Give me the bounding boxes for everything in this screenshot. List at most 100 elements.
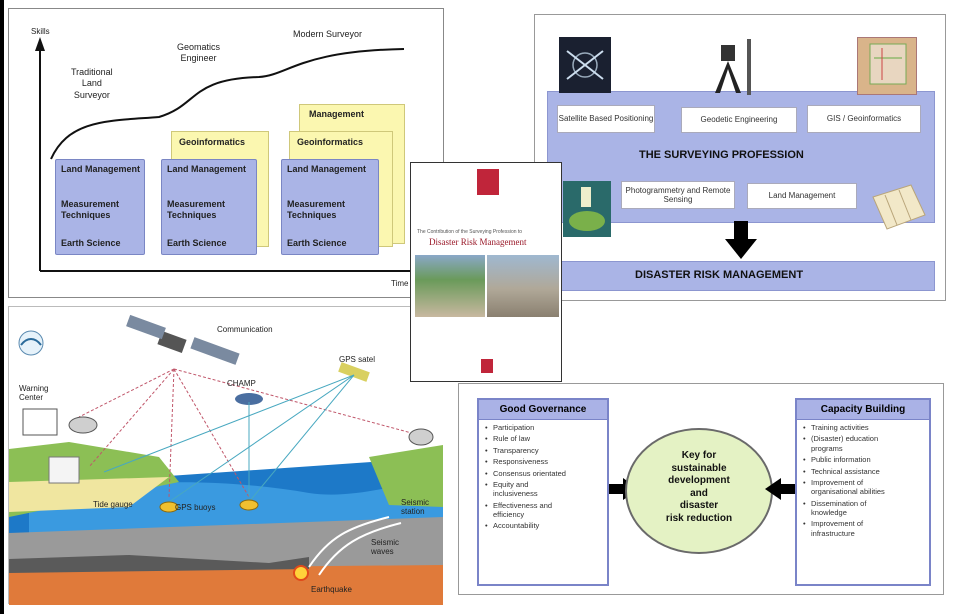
key-text-line: development [668, 475, 730, 486]
box-photogrammetry: Photogrammetry and Remote Sensing [621, 181, 735, 209]
label-warning-center: Warning Center [19, 384, 63, 403]
list-item: Technical assistance [803, 467, 925, 477]
stage-label-traditional: Traditional Land Surveyor [71, 67, 113, 101]
profession-panel: Satellite Based Positioning Geodetic Eng… [534, 14, 946, 301]
stack2-box [161, 159, 257, 255]
list-item: Improvement of organisational abilities [803, 478, 911, 497]
book-bottom-logo [481, 359, 493, 373]
stack-item-text: Measurement Techniques [287, 199, 346, 220]
stack-item-text: Land Management [287, 164, 367, 174]
list-item: Improvement of infrastructure [803, 519, 903, 538]
stage-label-line: Engineer [180, 53, 217, 64]
x-axis-label: Time [391, 279, 409, 288]
evolution-panel: Skills Time Traditional Land Surveyor Ge… [8, 8, 444, 298]
label-seismic-station: Seismic station [401, 498, 441, 517]
list-item: Equity and inclusiveness [485, 480, 565, 499]
list-item: Responsiveness [485, 457, 603, 467]
seismic-waves-text: Seismic waves [371, 538, 400, 556]
stack1-box [55, 159, 145, 255]
key-text-line: disaster [679, 500, 719, 511]
list-item: Consensus orientated [485, 469, 603, 479]
evolution-axes [35, 37, 429, 272]
profession-title: THE SURVEYING PROFESSION [639, 149, 804, 161]
box-land-management: Land Management [747, 183, 857, 209]
stack3-item-3: Earth Science [287, 238, 347, 248]
box-satellite-positioning: Satellite Based Positioning [557, 105, 655, 133]
stack2-top: Geoinformatics [179, 137, 246, 147]
capacity-building-list: Training activities (Disaster) education… [797, 420, 929, 538]
remote-sensing-image [563, 181, 611, 237]
stage-label-line: Geomatics [177, 42, 221, 52]
stack3-top: Geoinformatics [297, 137, 364, 147]
stack2-item-1: Land Management [167, 164, 247, 175]
book-subtitle: The Contribution of the Surveying Profes… [417, 229, 523, 235]
key-text-line: sustainable [671, 462, 727, 474]
book-title: Disaster Risk Management [429, 237, 527, 247]
label-champ: CHAMP [227, 379, 256, 388]
stage-label-geomatics: Geomatics Engineer [177, 42, 220, 65]
book-photo-left [415, 255, 485, 317]
stack3-box [281, 159, 379, 255]
stage-label-line: Land [81, 78, 102, 89]
list-item: Participation [485, 423, 603, 433]
list-item: Rule of law [485, 434, 603, 444]
left-border-rule [0, 0, 4, 614]
good-governance-list: Participation Rule of law Transparency R… [479, 420, 607, 531]
stack-item-text: Land Management [167, 164, 247, 174]
total-station-image [711, 39, 759, 95]
box-gis-geoinformatics: GIS / Geoinformatics [807, 105, 921, 133]
tsunami-illustration [9, 307, 443, 605]
list-item: Public information [803, 455, 925, 465]
governance-panel: Good Governance Participation Rule of la… [458, 383, 944, 595]
key-text-line: Key for [681, 450, 717, 461]
stack-item-text: Land Management [61, 164, 141, 174]
stage-label-modern: Modern Surveyor [293, 29, 363, 39]
label-gps-buoys: GPS buoys [175, 503, 216, 512]
fig-logo [477, 169, 499, 195]
satellite-image [559, 37, 611, 93]
stack3-item-2: Measurement Techniques [287, 199, 367, 221]
list-item: Accountability [485, 521, 603, 531]
stack1-item-3: Earth Science [61, 238, 121, 248]
stack-item-text: Measurement Techniques [167, 199, 226, 220]
down-arrow-icon [725, 221, 757, 259]
capacity-building-card: Capacity Building Training activities (D… [795, 398, 931, 586]
seismic-station-text: Seismic station [401, 498, 430, 516]
gis-map-image [857, 37, 917, 95]
book-photo-right [487, 255, 559, 317]
disaster-risk-band [547, 261, 935, 291]
list-item: Training activities [803, 423, 925, 433]
cadastral-map-image [867, 183, 929, 233]
label-seismic-waves: Seismic waves [371, 538, 411, 557]
label-tide-gauge: Tide gauge [93, 500, 133, 509]
key-text-line: risk reduction [665, 512, 733, 524]
stack-item-text: Measurement Techniques [61, 199, 120, 220]
stage-label-line: Surveyor [73, 89, 110, 100]
stack3-top2: Management [309, 109, 365, 119]
list-item: (Disaster) education programs [803, 434, 903, 453]
warning-center-text: Warning Center [19, 384, 49, 402]
left-arrow-icon [765, 478, 795, 500]
stage-label-line: Traditional [71, 67, 113, 77]
tsunami-panel: Communication GPS satel CHAMP Warning Ce… [8, 306, 443, 605]
key-ellipse [625, 428, 773, 554]
label-gps-satellite: GPS satel [339, 355, 376, 364]
key-ellipse-text: Key for sustainable development and disa… [625, 450, 773, 525]
key-text-line: and [690, 487, 708, 499]
book-cover: The Contribution of the Surveying Profes… [410, 162, 562, 382]
stack1-item-2: Measurement Techniques [61, 199, 141, 221]
stack1-item-1: Land Management [61, 164, 141, 175]
stack2-item-3: Earth Science [167, 238, 227, 248]
stack3-item-1: Land Management [287, 164, 367, 175]
stack2-item-2: Measurement Techniques [167, 199, 247, 221]
label-earthquake: Earthquake [311, 585, 352, 594]
list-item: Transparency [485, 446, 603, 456]
list-item: Effectiveness and efficiency [485, 501, 575, 520]
y-axis-label: Skills [31, 27, 50, 36]
good-governance-header: Good Governance [479, 400, 607, 420]
list-item: Dissemination of knowledge [803, 499, 903, 518]
capacity-building-header: Capacity Building [797, 400, 929, 420]
disaster-risk-title: DISASTER RISK MANAGEMENT [635, 269, 804, 281]
good-governance-card: Good Governance Participation Rule of la… [477, 398, 609, 586]
box-geodetic-engineering: Geodetic Engineering [681, 107, 797, 133]
